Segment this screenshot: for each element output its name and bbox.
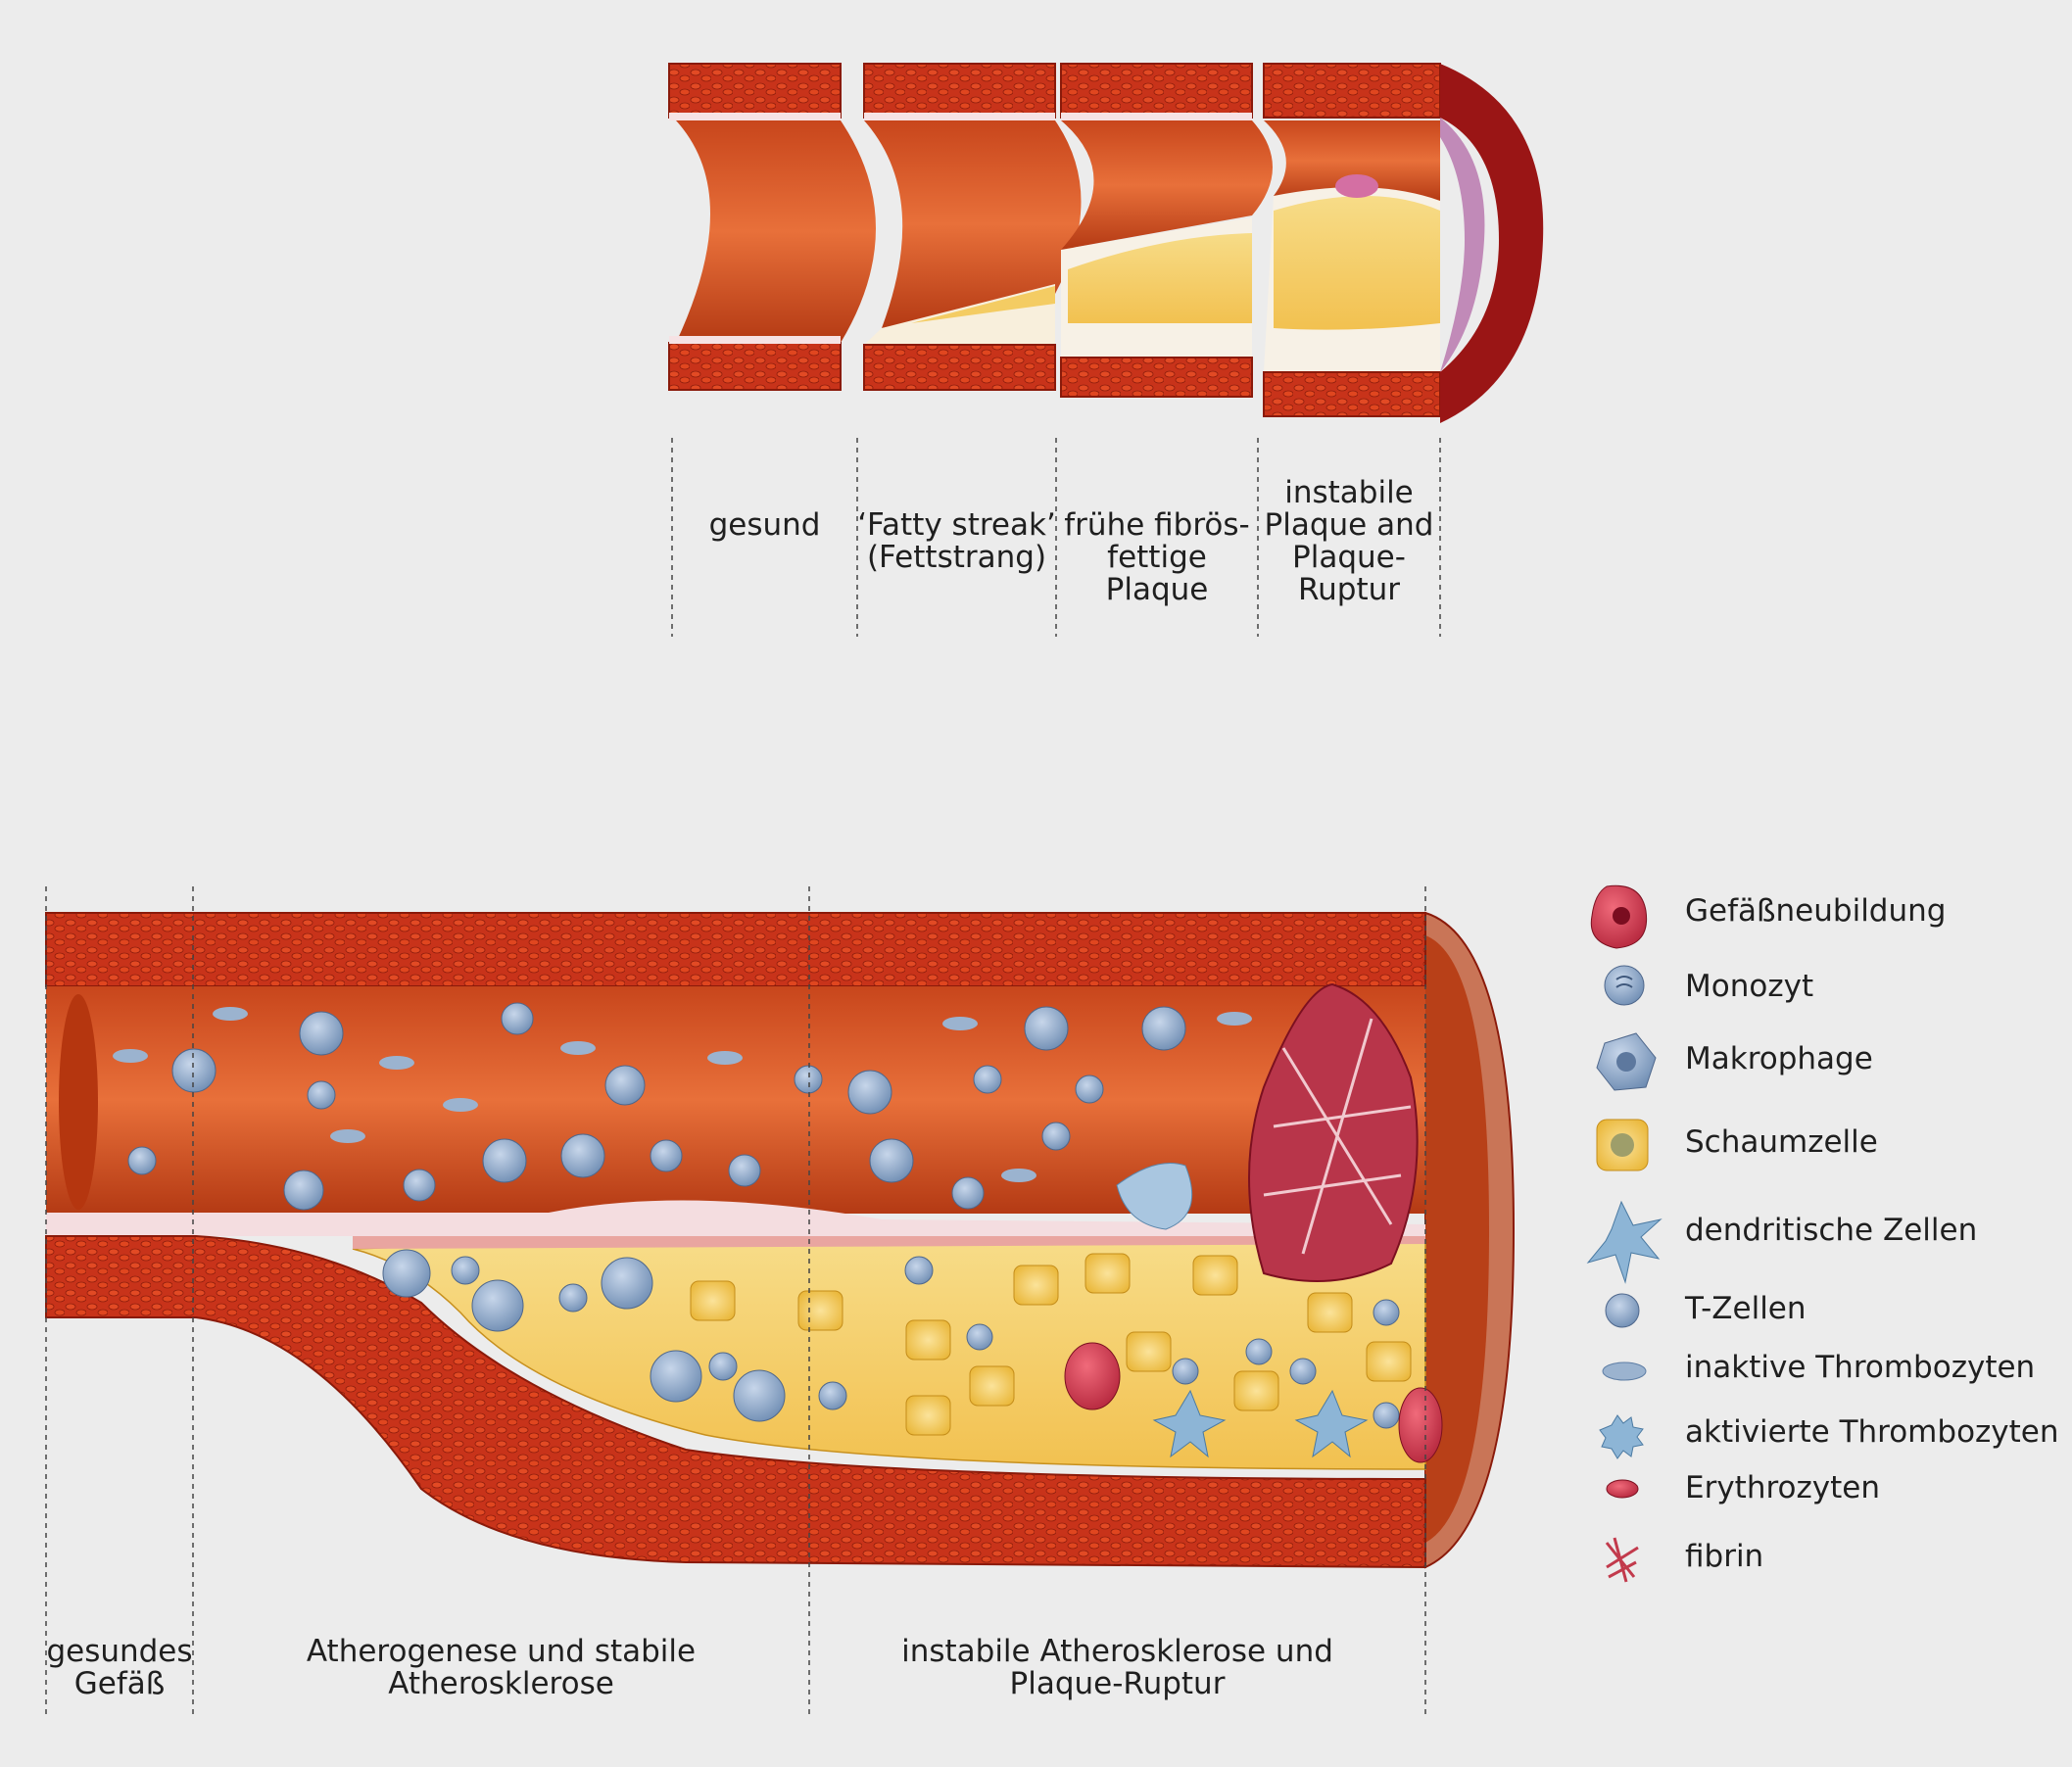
- thrombus: [1116, 982, 1419, 1282]
- top-stage-label-fatty-streak: ‘Fatty streak’ (Fettstrang): [857, 509, 1056, 574]
- bottom-stage-label-unstable: instabile Atherosklerose und Plaque-Rupt…: [809, 1636, 1425, 1700]
- label-line: frühe fibrös-: [1064, 507, 1250, 543]
- label-line: gesundes: [46, 1634, 193, 1669]
- legend-icons: [1586, 884, 1662, 1583]
- fibrin-icon: [1605, 1537, 1639, 1583]
- legend-label-activated-platelets: aktivierte Thrombozyten: [1685, 1414, 2059, 1450]
- label-line: gesund: [708, 507, 821, 543]
- macrophage-icon: [1596, 1032, 1657, 1091]
- label-line: ‘Fatty streak’: [857, 507, 1056, 543]
- label-line: Plaque: [1105, 572, 1209, 607]
- t-cell-icon: [1605, 1293, 1640, 1328]
- vessel-segment-unstable-plaque: [1263, 63, 1544, 423]
- activated-platelet-icon: [1599, 1414, 1644, 1459]
- bottom-stage-dividers: [45, 886, 1426, 1719]
- label-line: Ruptur: [1297, 572, 1401, 607]
- top-stage-label-unstable-plaque: instabile Plaque and Plaque- Ruptur: [1258, 477, 1440, 606]
- label-line: Gefäß: [73, 1666, 166, 1701]
- bottom-stage-label-stable: Atherogenese und stabile Atherosklerose: [193, 1636, 809, 1700]
- legend-label-dendritic-cells: dendritische Zellen: [1685, 1213, 1978, 1248]
- legend-label-monocyte: Monozyt: [1685, 969, 1814, 1004]
- label-line: (Fettstrang): [866, 540, 1047, 575]
- label-line: instabile Atherosklerose und: [901, 1634, 1333, 1669]
- legend-label-macrophage: Makrophage: [1685, 1041, 1873, 1076]
- inactive-platelet-icon: [1602, 1361, 1647, 1381]
- lumen-cells: [113, 1002, 1252, 1211]
- top-stage-dividers: [671, 438, 1441, 637]
- erythrocyte-icon: [1606, 1479, 1639, 1499]
- label-line: Plaque and: [1264, 507, 1434, 543]
- neovessel-icon: [1590, 884, 1648, 949]
- vessel-segment-early-fibrofatty-plaque: [1060, 63, 1273, 398]
- label-line: Plaque-: [1292, 540, 1406, 575]
- label-line: Plaque-Ruptur: [1009, 1666, 1226, 1701]
- top-vessel-progression: [668, 63, 1544, 423]
- label-line: Atherogenese und stabile: [306, 1634, 697, 1669]
- legend-label-foam-cell: Schaumzelle: [1685, 1124, 1878, 1160]
- monocyte-icon: [1604, 965, 1645, 1006]
- label-line: Atherosklerose: [388, 1666, 614, 1701]
- legend-label-t-cells: T-Zellen: [1685, 1291, 1807, 1326]
- dendritic-cell-icon: [1586, 1200, 1662, 1284]
- vessel-segment-fatty-streak: [863, 63, 1082, 391]
- foam-cell-icon: [1596, 1119, 1649, 1171]
- top-stage-label-early-plaque: frühe fibrös- fettige Plaque: [1056, 509, 1258, 606]
- top-stage-label-healthy: gesund: [674, 509, 855, 542]
- legend-label-erythrocytes: Erythrozyten: [1685, 1470, 1881, 1505]
- label-line: instabile: [1284, 475, 1414, 510]
- legend-label-neovessel: Gefäßneubildung: [1685, 893, 1947, 929]
- legend-label-fibrin: fibrin: [1685, 1539, 1764, 1574]
- label-line: fettige: [1107, 540, 1207, 575]
- legend-label-inactive-platelets: inaktive Thrombozyten: [1685, 1350, 2036, 1385]
- bottom-stage-label-healthy: gesundes Gefäß: [46, 1636, 193, 1700]
- plaque-cells: [382, 1249, 1443, 1463]
- vessel-segment-healthy: [668, 63, 876, 391]
